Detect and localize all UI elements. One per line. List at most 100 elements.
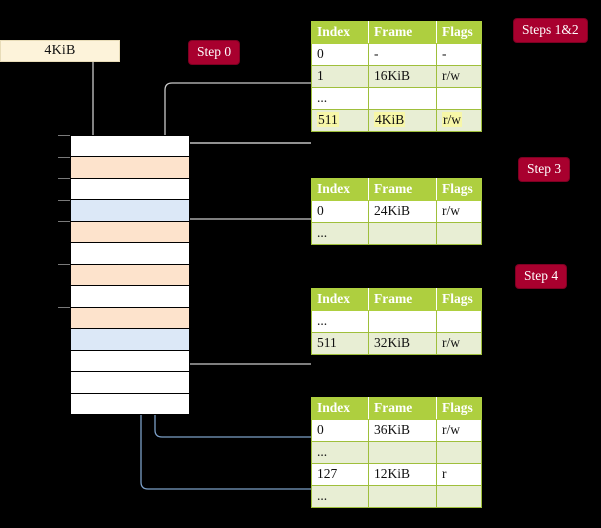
table-cell-index: ... [311, 485, 369, 508]
table-cell-frame: 36KiB [368, 419, 437, 442]
highlighted-value: 4KiB [374, 112, 406, 127]
table-cell-frame: 32KiB [368, 332, 437, 355]
column-header-index: Index [311, 21, 369, 44]
memory-frame-row [71, 286, 189, 308]
memory-frame-row [71, 157, 189, 179]
table-cell-flags: - [436, 43, 482, 66]
table-cell-flags: r/w [436, 65, 482, 88]
table-cell-frame [368, 222, 437, 245]
table-cell-flags: r/w [436, 109, 482, 132]
physical-memory-column [70, 135, 190, 415]
table-cell-index: 511 [311, 332, 369, 355]
table-cell-flags [436, 87, 482, 110]
memory-row-tick [58, 156, 70, 158]
wire-step3-in [178, 218, 311, 266]
wire-step4-in [172, 312, 311, 365]
table-cell-index: ... [311, 441, 369, 464]
table-cell-flags: r/w [436, 332, 482, 355]
table-row: 0-- [311, 43, 482, 66]
memory-frame-row [71, 393, 189, 415]
badge-steps-1-2: Steps 1&2 [514, 19, 587, 42]
memory-row-tick [58, 135, 70, 136]
column-header-flags: Flags [436, 21, 482, 44]
memory-frame-row [71, 136, 189, 158]
table-row: ... [311, 222, 482, 245]
column-header-index: Index [311, 288, 369, 311]
source-size-label: 4KiB [44, 43, 76, 58]
memory-frame-row [71, 372, 189, 394]
memory-row-tick [58, 178, 70, 180]
memory-frame-row [71, 307, 189, 330]
memory-frame-row [71, 264, 189, 287]
table-cell-flags: r/w [436, 419, 482, 442]
badge-step-0: Step 0 [189, 41, 240, 64]
table-cell-frame: 16KiB [368, 65, 437, 88]
table-cell-flags: r [436, 463, 482, 486]
table-cell-frame [368, 441, 437, 464]
column-header-frame: Frame [368, 21, 437, 44]
memory-frame-row [71, 329, 189, 351]
table-cell-index: 0 [311, 43, 369, 66]
table-cell-index: 0 [311, 200, 369, 223]
table-cell-index: 127 [311, 463, 369, 486]
column-header-flags: Flags [436, 397, 482, 420]
column-header-index: Index [311, 397, 369, 420]
column-header-flags: Flags [436, 288, 482, 311]
memory-frame-row [71, 350, 189, 373]
table-cell-flags [436, 485, 482, 508]
column-header-frame: Frame [368, 288, 437, 311]
table-row: ... [311, 485, 482, 508]
table-cell-frame: 4KiB [368, 109, 437, 132]
memory-frame-row [71, 221, 189, 244]
table-row: ... [311, 87, 482, 110]
column-header-flags: Flags [436, 178, 482, 201]
table-cell-index: ... [311, 310, 369, 333]
column-header-frame: Frame [368, 178, 437, 201]
table-cell-frame: 12KiB [368, 463, 437, 486]
memory-row-tick [58, 264, 70, 266]
badge-step-4: Step 4 [516, 265, 567, 288]
table-cell-flags [436, 222, 482, 245]
table-cell-index: ... [311, 222, 369, 245]
source-size-box: 4KiB [0, 40, 120, 62]
table-cell-frame: 24KiB [368, 200, 437, 223]
table-row: 511 4KiB r/w [311, 109, 482, 132]
badge-step-3: Step 3 [519, 158, 570, 181]
highlighted-value: 511 [317, 112, 339, 127]
memory-frame-row [71, 243, 189, 265]
memory-frame-row [71, 178, 189, 201]
table-cell-index: 0 [311, 419, 369, 442]
table-cell-flags [436, 441, 482, 464]
column-header-frame: Frame [368, 397, 437, 420]
table-cell-frame [368, 485, 437, 508]
table-cell-frame [368, 310, 437, 333]
memory-row-tick [58, 199, 70, 201]
table-cell-frame [368, 87, 437, 110]
memory-row-tick [58, 221, 70, 223]
table-cell-index: ... [311, 87, 369, 110]
table-cell-flags [436, 310, 482, 333]
table-cell-index: 511 [311, 109, 369, 132]
column-header-index: Index [311, 178, 369, 201]
table-row: ... [311, 310, 482, 333]
highlighted-value: r/w [442, 112, 462, 127]
table-cell-index: 1 [311, 65, 369, 88]
table-cell-frame: - [368, 43, 437, 66]
memory-row-tick [58, 307, 70, 309]
memory-frame-row [71, 200, 189, 222]
table-row: ... [311, 441, 482, 464]
